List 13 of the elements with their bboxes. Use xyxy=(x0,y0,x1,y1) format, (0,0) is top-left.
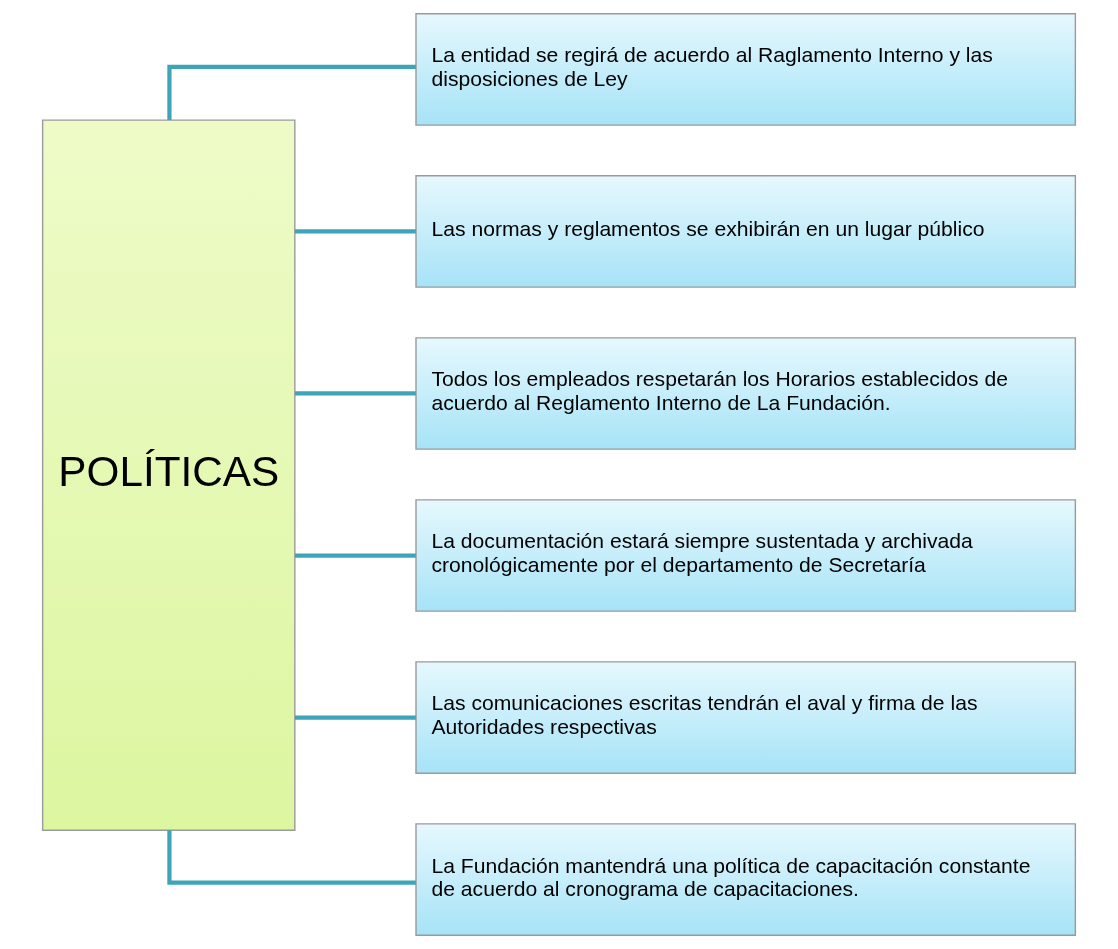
node-box: Las comunicaciones escritas tendrán el aval y firma de las Autoridades respectivas xyxy=(415,661,1077,774)
connector xyxy=(167,64,416,120)
node-box: La documentación estará siempre sustentada y archivada cronológicamente por el departamento de Secretaría xyxy=(415,499,1077,612)
node-box: POLÍTICAS xyxy=(41,119,296,831)
connector xyxy=(295,391,416,396)
node-box: Las normas y reglamentos se exhibirán en un lugar público xyxy=(415,175,1077,288)
node-box: La entidad se regirá de acuerdo al Raglamento Interno y las disposiciones de Ley xyxy=(415,13,1077,126)
connector xyxy=(167,830,416,885)
connector xyxy=(295,553,416,558)
connector xyxy=(295,715,416,720)
node-box: La Fundación mantendrá una política de capacitación constante de acuerdo al cronograma de capacitaciones. xyxy=(415,823,1077,936)
node-box: Todos los empleados respetarán los Horarios establecidos de acuerdo al Reglamento Interno de La Fundación. xyxy=(415,337,1077,450)
connector xyxy=(295,229,416,234)
